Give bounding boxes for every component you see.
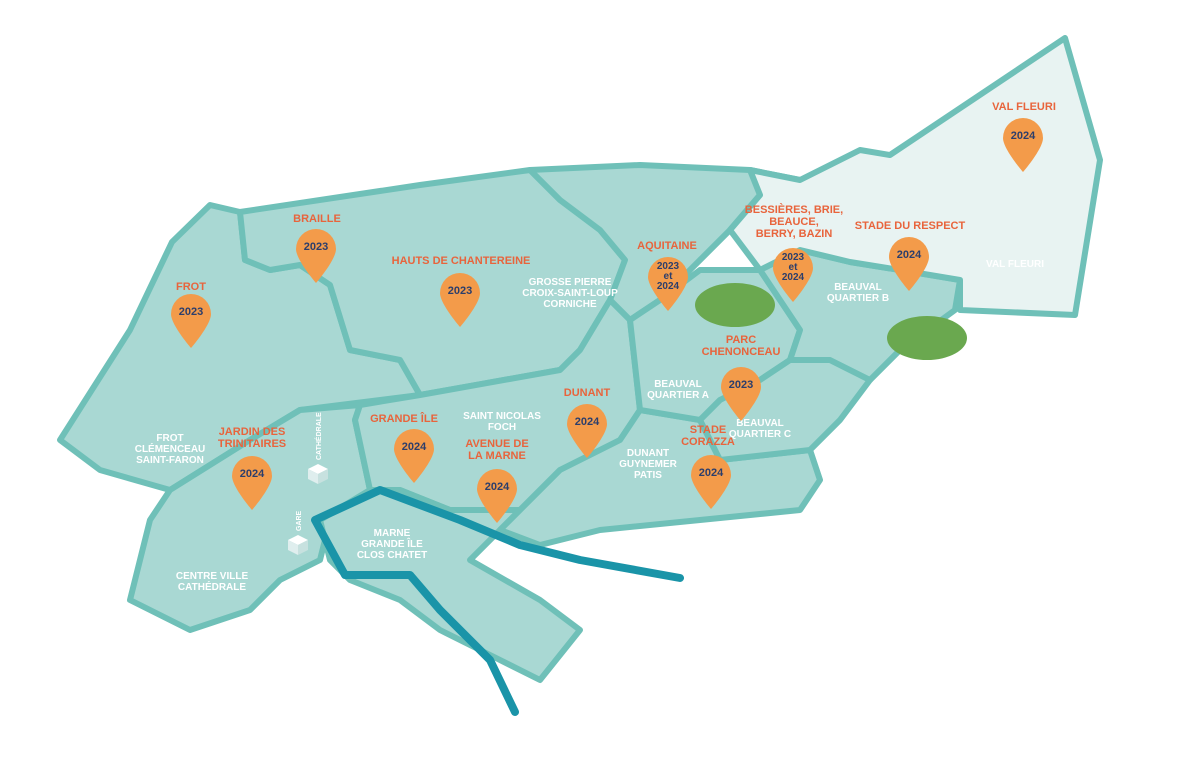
- river: [311, 486, 684, 716]
- district-marne: [317, 487, 583, 683]
- pin-aquitaine[interactable]: 2023 et 2024: [646, 256, 690, 312]
- pin-marker-icon: [171, 294, 211, 348]
- pin-stade-corazza[interactable]: 2024: [689, 454, 733, 510]
- pin-marker-icon: [889, 237, 929, 291]
- district-label-centre-ville: CENTRE VILLE CATHÉDRALE: [175, 571, 249, 593]
- pin-year: 2024: [1010, 130, 1036, 142]
- site-label-aquitaine: AQUITAINE: [637, 240, 697, 252]
- district-label-saint-nicolas: SAINT NICOLAS FOCH: [463, 411, 541, 433]
- district-dunant: [497, 407, 823, 548]
- pin-marker-icon: [440, 273, 480, 327]
- pin-year: 2023 et 2024: [656, 261, 680, 292]
- pin-parc-chenonceau[interactable]: 2023: [719, 366, 763, 422]
- site-label-dunant: DUNANT: [563, 387, 611, 399]
- pin-year: 2024: [239, 468, 265, 480]
- pin-year: 2024: [698, 467, 724, 479]
- district-label-beauval-a: BEAUVAL QUARTIER A: [647, 379, 709, 401]
- site-label-parc-chenonceau: PARC CHENONCEAU: [701, 334, 781, 358]
- pin-hauts-chantereine[interactable]: 2023: [438, 272, 482, 328]
- district-label-beauval-c: BEAUVAL QUARTIER C: [728, 418, 792, 440]
- pin-marker-icon: [232, 456, 272, 510]
- pin-year: 2024: [401, 441, 427, 453]
- pin-marker-icon: [394, 429, 434, 483]
- pin-bessieres[interactable]: 2023 et 2024: [771, 247, 815, 303]
- district-label-grosse-pierre: GROSSE PIERRE CROIX-SAINT-LOUP CORNICHE: [522, 277, 618, 310]
- site-label-hauts-chantereine: HAUTS DE CHANTEREINE: [391, 255, 531, 267]
- pin-grande-ile[interactable]: 2024: [392, 428, 436, 484]
- pin-year: 2024: [896, 249, 922, 261]
- pin-dunant[interactable]: 2024: [565, 403, 609, 459]
- building-icon: [288, 535, 308, 555]
- site-label-bessieres: BESSIÈRES, BRIE, BEAUCE, BERRY, BAZIN: [744, 204, 844, 240]
- district-label-dunant: DUNANT GUYNEMER PATIS: [619, 448, 677, 481]
- pin-marker-icon: [477, 469, 517, 523]
- building-icon: [308, 464, 328, 484]
- site-label-stade-respect: STADE DU RESPECT: [854, 220, 966, 232]
- site-label-stade-corazza: STADE CORAZZA: [681, 424, 735, 448]
- district-label-marne: MARNE GRANDE ÎLE CLOS CHATET: [356, 528, 428, 561]
- pin-jardin-trinitaires[interactable]: 2024: [230, 455, 274, 511]
- pin-year: 2023: [303, 241, 329, 253]
- pin-year: 2023 et 2024: [781, 252, 805, 283]
- pitch-aquitaine: [695, 283, 775, 327]
- site-label-val-fleuri: VAL FLEURI: [992, 101, 1056, 113]
- pitch-stade-respect: [887, 316, 967, 360]
- site-label-grande-ile: GRANDE ÎLE: [370, 413, 438, 425]
- district-label-frot: FROT CLÉMENCEAU SAINT-FARON: [134, 433, 206, 466]
- pin-marker-icon: [721, 367, 761, 421]
- pin-year: 2024: [484, 481, 510, 493]
- district-label-val-fleuri: VAL FLEURI: [986, 259, 1044, 270]
- pin-year: 2023: [728, 379, 754, 391]
- pin-marker-icon: [1003, 118, 1043, 172]
- pin-frot[interactable]: 2023: [169, 293, 213, 349]
- district-centre-ville: [127, 402, 373, 633]
- pin-marker-icon: [773, 248, 813, 302]
- pin-marker-icon: [691, 455, 731, 509]
- pin-marker-icon: [296, 229, 336, 283]
- landmark-label: GARE: [296, 510, 303, 531]
- pin-braille[interactable]: 2023: [294, 228, 338, 284]
- site-label-frot: FROT: [176, 281, 206, 293]
- pin-marker-icon: [648, 257, 688, 311]
- pin-year: 2023: [447, 285, 473, 297]
- site-label-braille: BRAILLE: [293, 213, 341, 225]
- pin-year: 2023: [178, 306, 204, 318]
- pin-val-fleuri[interactable]: 2024: [1001, 117, 1045, 173]
- district-val-fleuri: [727, 35, 1103, 318]
- landmark-label: CATHÉDRALE: [316, 412, 323, 460]
- pin-marker-icon: [567, 404, 607, 458]
- landmark-cathedrale: CATHÉDRALE: [306, 412, 330, 486]
- site-label-jardin-trinitaires: JARDIN DES TRINITAIRES: [217, 426, 287, 450]
- pin-avenue-marne[interactable]: 2024: [475, 468, 519, 524]
- pin-stade-respect[interactable]: 2024: [887, 236, 931, 292]
- pin-year: 2024: [574, 416, 600, 428]
- district-label-beauval-b: BEAUVAL QUARTIER B: [826, 282, 890, 304]
- site-label-avenue-marne: AVENUE DE LA MARNE: [465, 438, 529, 462]
- district-shapes: [57, 35, 1103, 683]
- landmark-gare: GARE: [286, 511, 310, 557]
